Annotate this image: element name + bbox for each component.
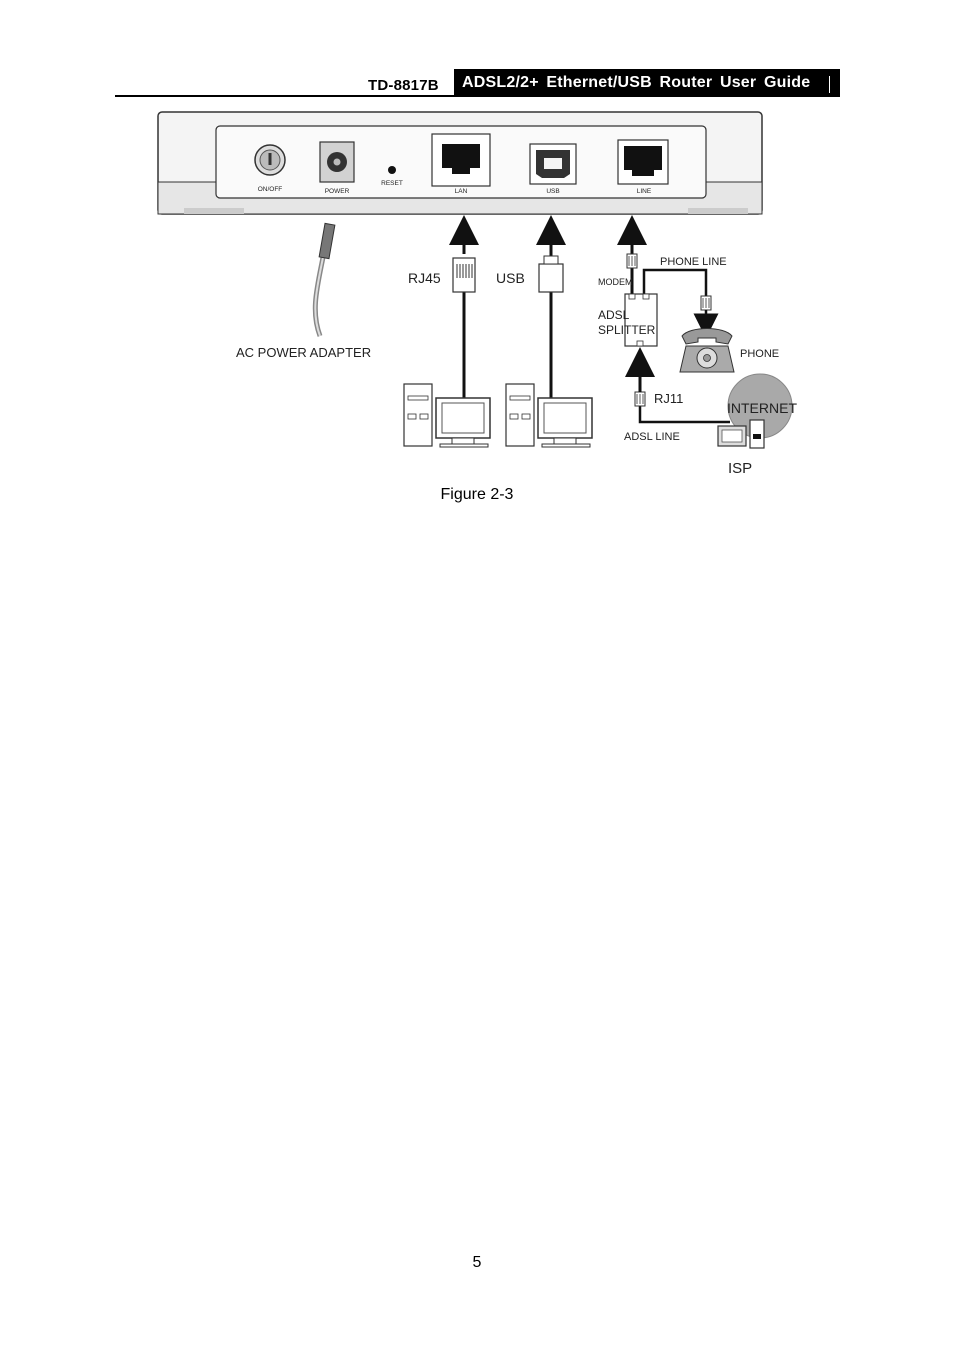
- header-title-text: ADSL2/2+ Ethernet/USB Router User Guide: [462, 74, 811, 91]
- onoff-switch: [254, 144, 286, 176]
- internet-label: INTERNET: [727, 400, 797, 416]
- rj45-cable: [449, 215, 479, 400]
- phone-icon: [679, 328, 735, 373]
- usb-cable: [536, 215, 566, 400]
- adsl-line-cable: [625, 347, 730, 424]
- figure-caption: Figure 2-3: [440, 486, 514, 503]
- modem-cable: [617, 215, 647, 294]
- modem-label: MODEM: [598, 277, 633, 287]
- header-model: TD-8817B: [368, 77, 439, 94]
- phone-line-label: PHONE LINE: [660, 256, 727, 268]
- onoff-label: ON/OFF: [258, 186, 283, 193]
- phone-line-cable: [642, 268, 719, 339]
- usb-cable-label: USB: [496, 270, 525, 286]
- power-jack: [319, 141, 355, 183]
- power-label: POWER: [325, 188, 350, 195]
- page-number: 5: [472, 1254, 482, 1271]
- usb-port: [529, 143, 577, 185]
- reset-label: RESET: [381, 180, 403, 187]
- usb-port-label: USB: [546, 188, 559, 195]
- rj45-label: RJ45: [408, 270, 441, 286]
- line-label: LINE: [637, 188, 652, 195]
- lan-port: [431, 133, 491, 187]
- header-title: ADSL2/2+ Ethernet/USB Router User Guide: [454, 69, 840, 96]
- adsl-splitter-label-line2: SPLITTER: [598, 323, 656, 337]
- ac-power-adapter-label: AC POWER ADAPTER: [236, 345, 371, 360]
- line-port: [617, 139, 669, 185]
- computer-1-icon: [403, 383, 491, 448]
- isp-computer-icon: [717, 419, 765, 449]
- adsl-line-label: ADSL LINE: [624, 431, 680, 443]
- reset-button: [388, 166, 396, 174]
- rj11-label: RJ11: [654, 391, 683, 406]
- computer-2-icon: [505, 383, 593, 448]
- adsl-splitter: [624, 293, 658, 347]
- isp-label: ISP: [728, 460, 752, 477]
- adsl-splitter-label-line1: ADSL: [598, 308, 630, 322]
- connection-diagram: ON/OFF POWER RESET LAN USB LINE AC POWER…: [157, 111, 797, 477]
- header-title-tick: [829, 76, 830, 93]
- lan-label: LAN: [455, 188, 468, 195]
- ac-power-cable: [312, 222, 336, 337]
- header-rule: [115, 95, 840, 97]
- phone-label: PHONE: [740, 348, 779, 360]
